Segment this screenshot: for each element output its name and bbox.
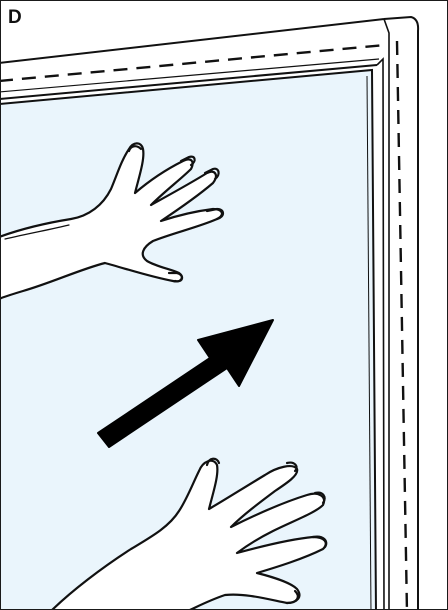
hand-icon-lower — [51, 457, 328, 609]
step-label: D — [8, 7, 22, 28]
hand-icon-upper — [1, 142, 225, 300]
frame-top-rail — [1, 18, 385, 64]
seal-top-dashed — [1, 43, 386, 83]
frame-right-corner — [376, 57, 385, 609]
arrow-up-right-icon — [97, 319, 274, 448]
frame-right-mid — [383, 18, 390, 609]
glass-edge-line — [366, 75, 372, 609]
frame-right-outer — [383, 15, 420, 609]
seal-right-dashed — [395, 40, 409, 609]
frame-top-rail-lip — [1, 58, 380, 93]
frame-top-rail-inner — [1, 64, 378, 100]
